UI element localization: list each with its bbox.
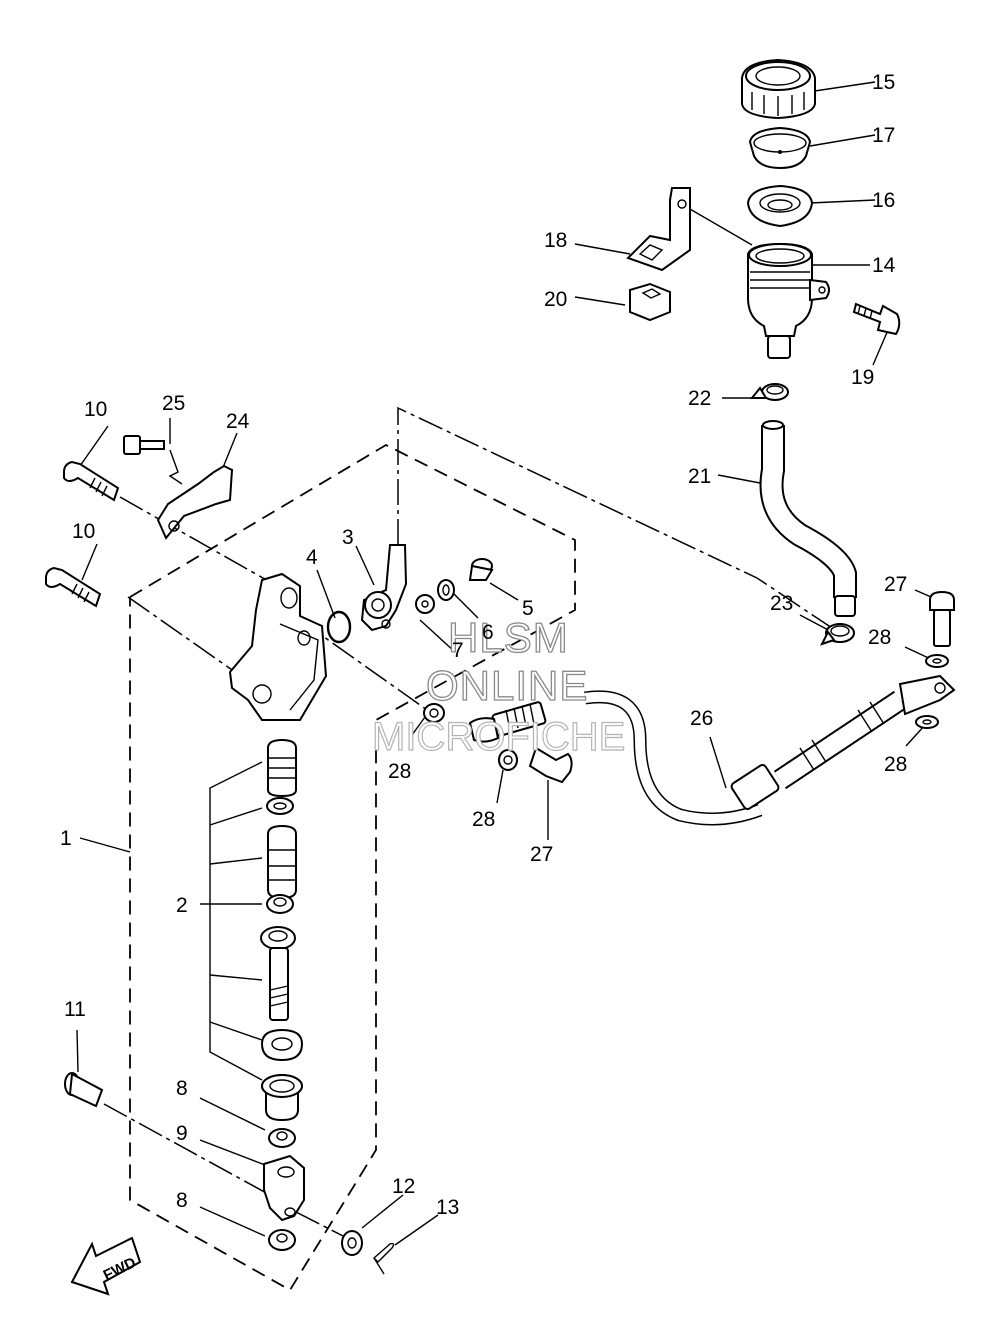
assembly-boundary	[129, 443, 576, 1292]
callout-labels: 1 2 3 4 5 6 7 8 8 9 10 10 11 12 13 14 15…	[60, 71, 907, 1219]
callout-label: 11	[64, 998, 86, 1021]
bracket-screw-part	[123, 435, 183, 485]
callout-label: 8	[176, 1189, 188, 1212]
callout-label: 16	[872, 189, 895, 212]
callout-label: 26	[690, 707, 713, 730]
hose-clamp-upper-part	[749, 383, 789, 401]
hose-guide-bracket-part	[156, 464, 234, 540]
locknut-part	[268, 1229, 296, 1251]
union-bolt-upper-part	[929, 590, 955, 647]
callout-label: 28	[388, 760, 411, 783]
grommet-part	[629, 282, 671, 322]
clevis-pin-part	[64, 1072, 104, 1108]
cylinder-kit-part	[260, 738, 304, 1062]
callout-label: 4	[306, 546, 318, 569]
callout-label: 27	[884, 573, 907, 596]
callout-label: 28	[884, 753, 907, 776]
callout-label: 28	[472, 808, 495, 831]
callout-label: 10	[84, 398, 107, 421]
callout-label: 8	[176, 1077, 188, 1100]
callout-label: 7	[452, 639, 464, 662]
washer-cotter-pin-part	[341, 1230, 395, 1275]
callout-label: 28	[868, 626, 891, 649]
hlsm-watermark: HLSM ONLINE MICROFICHE	[371, 613, 626, 759]
callout-label: 15	[872, 71, 895, 94]
callout-label: 2	[176, 894, 188, 917]
callout-label: 19	[851, 366, 874, 389]
callout-label: 24	[226, 410, 250, 433]
callout-label: 21	[688, 465, 711, 488]
callout-label: 17	[872, 124, 895, 147]
svg-text:HLSM: HLSM	[448, 614, 569, 661]
reservoir-tank-part	[747, 242, 830, 359]
hose-clamp-lower-part	[820, 623, 855, 646]
reservoir-cap-part	[741, 58, 816, 120]
svg-text:MICROFICHE: MICROFICHE	[372, 715, 625, 759]
callout-label: 1	[60, 827, 72, 850]
callout-label: 25	[162, 392, 185, 415]
center-lines	[103, 406, 839, 1238]
callout-label: 13	[436, 1196, 459, 1219]
brake-hose-part	[468, 674, 956, 826]
reservoir-bolt-part	[852, 302, 901, 336]
diaphragm-plate-part	[748, 126, 812, 170]
callout-label: 20	[544, 288, 567, 311]
o-ring-part	[326, 610, 352, 644]
clevis-yoke-part	[263, 1154, 305, 1222]
callout-label: 5	[522, 597, 534, 620]
callout-label: 18	[544, 229, 567, 252]
callout-label: 6	[482, 621, 494, 644]
callout-label: 27	[530, 843, 553, 866]
callout-label: 10	[72, 520, 95, 543]
bushing-part	[261, 1074, 303, 1148]
callout-label: 14	[872, 254, 896, 277]
forward-direction-arrow: FWD	[70, 1236, 142, 1296]
diaphragm-part	[746, 184, 814, 228]
reservoir-bracket-part	[626, 187, 691, 272]
joint-screw-part	[415, 558, 494, 614]
union-bolt-lower-part	[528, 746, 573, 784]
copper-washers-part	[423, 654, 949, 771]
callout-label: 9	[176, 1122, 188, 1145]
master-cylinder-body-part	[228, 572, 328, 721]
reservoir-hose-part	[759, 420, 857, 617]
hose-joint-part	[360, 544, 408, 632]
callout-label: 3	[342, 526, 354, 549]
mounting-bolts-part	[45, 460, 120, 608]
callout-label: 12	[392, 1175, 415, 1198]
callout-label: 23	[770, 592, 793, 615]
callout-label: 22	[688, 387, 711, 410]
svg-text:ONLINE: ONLINE	[426, 662, 588, 709]
